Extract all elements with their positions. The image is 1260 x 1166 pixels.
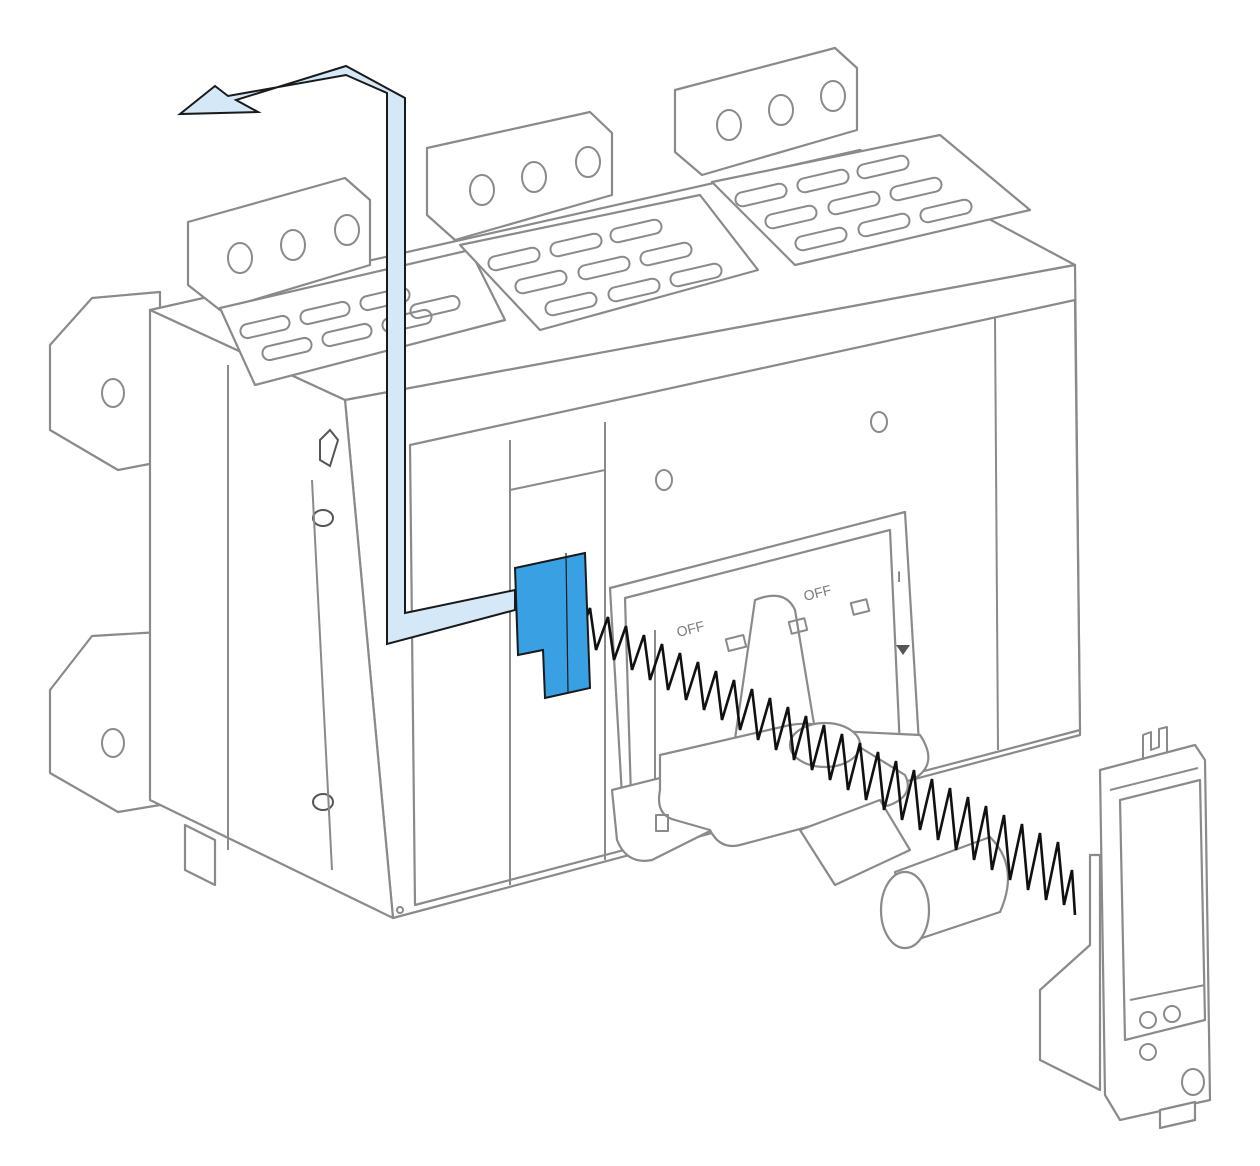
left-mounting-ear-top: [48, 290, 162, 472]
trip-unit-module: [1038, 726, 1212, 1130]
on-marker-label: I: [897, 570, 901, 586]
on-arrow-icon: [896, 645, 910, 655]
terminal-slots-right: [734, 154, 973, 252]
withdrawal-arrow: [177, 64, 516, 646]
switch-label-off-2: OFF: [802, 582, 833, 604]
terminal-block-right: [673, 46, 1032, 267]
roller-cylinder: [798, 798, 1010, 950]
terminal-slots-left: [239, 286, 461, 362]
toggle-assembly: OFF OFF I: [608, 510, 930, 862]
left-mounting-ear-bottom: [48, 630, 162, 814]
terminal-block-middle: [425, 110, 760, 332]
terminal-slots-middle: [487, 218, 723, 317]
switch-label-off-1: OFF: [675, 618, 706, 640]
terminal-block-left: [186, 176, 507, 387]
tension-spring: [558, 595, 1077, 916]
lock-block: [513, 551, 592, 700]
